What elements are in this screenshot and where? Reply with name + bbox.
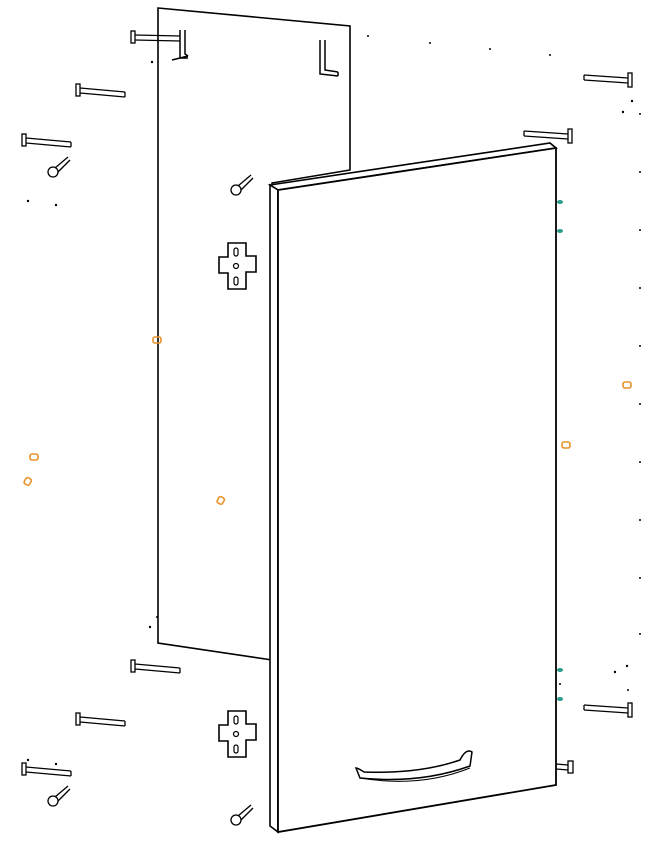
- door-handle: [354, 750, 473, 782]
- cam-pin-4: [557, 697, 563, 701]
- back-panel: [157, 7, 351, 661]
- cam-pin-1: [557, 200, 563, 204]
- dowels: [23, 336, 632, 506]
- cam-pin-2: [557, 229, 563, 233]
- short-screw-5: [555, 760, 574, 774]
- long-bolt-8: [523, 128, 573, 144]
- hinge-plate-upper: [218, 242, 257, 290]
- long-bolt-5: [75, 712, 126, 727]
- long-bolt-9: [583, 702, 633, 718]
- short-screw-4: [230, 804, 254, 826]
- long-bolt-7: [583, 72, 633, 88]
- long-bolt-2: [75, 83, 126, 98]
- dowel-6: [622, 381, 632, 389]
- short-screw-1: [47, 156, 71, 178]
- cam-pin-3: [557, 668, 563, 672]
- dowel-1: [152, 336, 162, 344]
- door-panel: [267, 142, 558, 834]
- drill-marks: [26, 35, 641, 766]
- short-screws: [47, 156, 574, 826]
- dowel-3: [23, 476, 33, 487]
- l-bracket-left: [171, 30, 189, 61]
- hinge-plate-lower: [218, 710, 257, 758]
- l-bracket-right: [319, 40, 339, 77]
- short-screw-2: [230, 174, 254, 196]
- short-screw-3: [47, 785, 71, 807]
- cam-pins: [557, 200, 563, 701]
- dowel-4: [216, 495, 226, 506]
- long-bolt-6: [21, 762, 72, 777]
- dowel-2: [29, 453, 39, 461]
- long-bolt-1: [130, 30, 181, 44]
- dowel-5: [561, 441, 571, 449]
- long-bolt-3: [21, 133, 72, 148]
- long-bolt-4: [130, 659, 181, 674]
- long-bolts: [21, 30, 633, 777]
